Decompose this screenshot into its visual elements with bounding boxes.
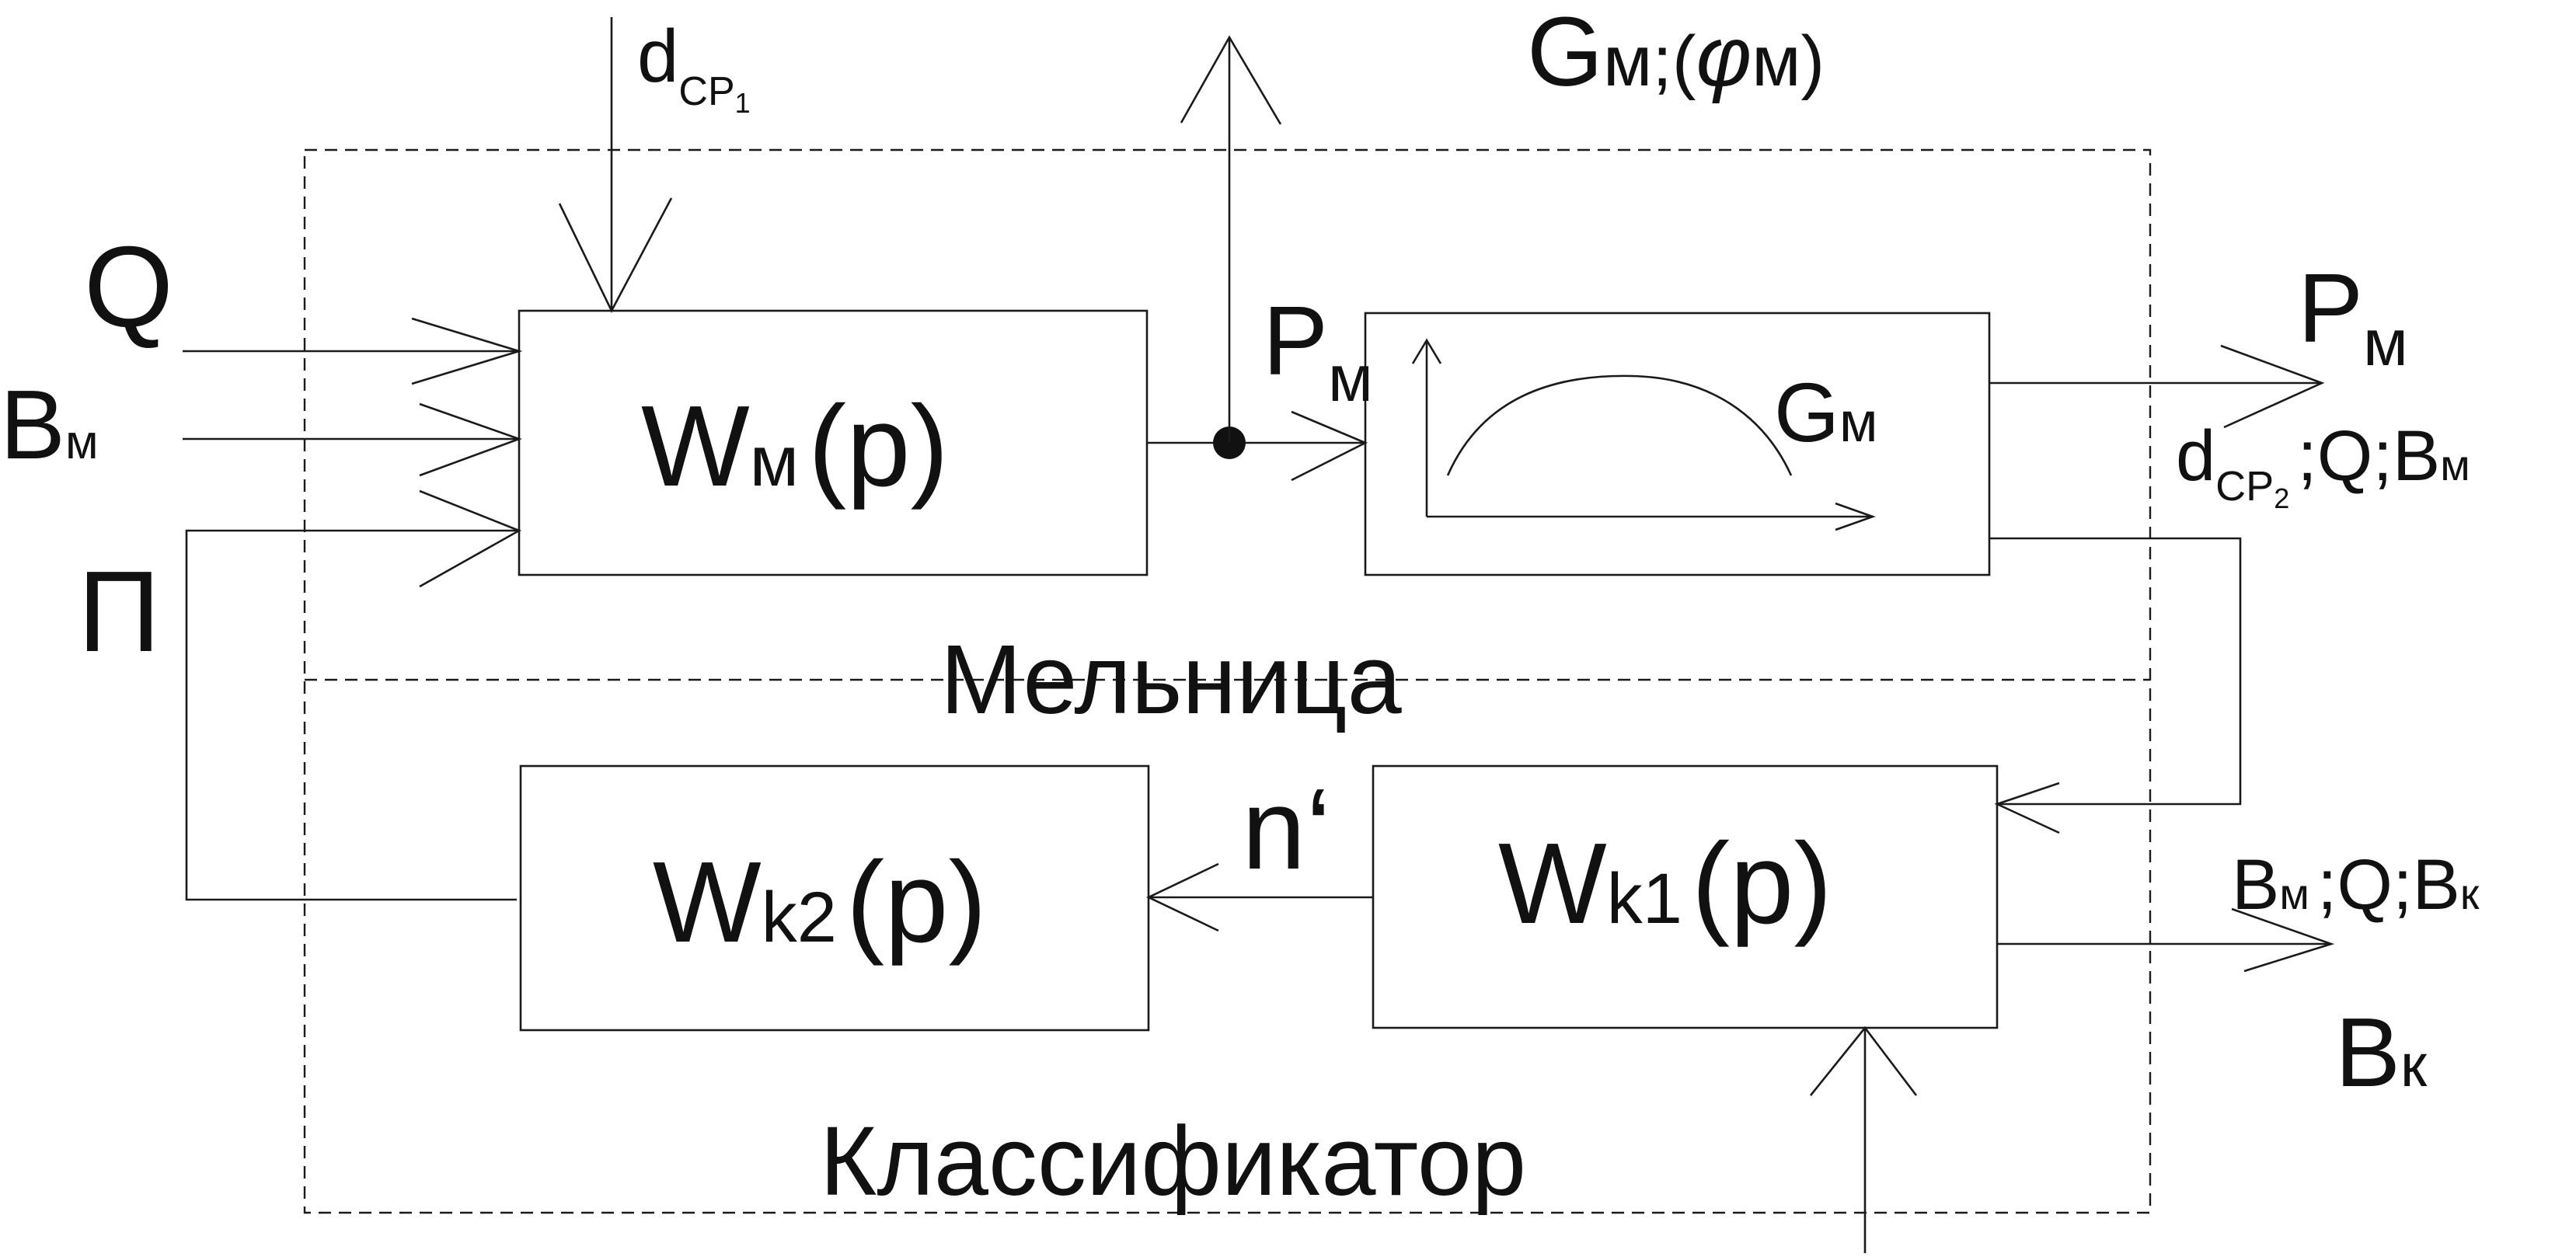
- mill-to-classifier-line: [1989, 537, 2242, 806]
- classifier-transfer-1-label: Wk1(p): [1498, 820, 1832, 948]
- p-m-mid-label: Pм: [1263, 286, 1373, 415]
- mill-to-classifier-arrowhead: [1994, 782, 2060, 834]
- mill-output-label: Gм: [1774, 365, 1878, 459]
- b-m-input-label: Bм: [0, 370, 99, 479]
- characteristic-plot: [1411, 338, 1876, 531]
- classifier-transfer-block-2: [519, 764, 1150, 1032]
- n-prime-connection-arrowhead: [1145, 862, 1219, 932]
- mill-region-label: Мельница: [940, 625, 1403, 734]
- q-input-arrowhead: [411, 317, 523, 385]
- characteristic-curve: [1446, 374, 1793, 476]
- b-m-input-arrowhead: [419, 402, 522, 477]
- classifier-transfer-block-1: [1372, 764, 1999, 1029]
- d-cp1-label: dCP1: [637, 15, 751, 119]
- classifier-transfer-2-label: Wk2(p): [653, 838, 987, 966]
- p-recycle-label: П: [78, 548, 160, 676]
- p-recycle-line: [185, 529, 519, 901]
- b-signals-label: Bм;Q;Bк: [2232, 845, 2480, 924]
- d-cp1-input-arrowhead: [558, 197, 673, 313]
- p-m-output-label: Pм: [2298, 253, 2408, 379]
- q-input-label: Q: [84, 223, 173, 351]
- g-m-branch-arrowhead: [1180, 35, 1282, 125]
- classifier-region-label: Классификатор: [820, 1106, 1526, 1216]
- mill-transfer-label: Wм(p): [641, 382, 949, 510]
- d-cp2-signals-label: dCP2;Q;Bм: [2176, 416, 2470, 514]
- classifier-bottom-input-arrowhead: [1809, 1025, 1918, 1096]
- b-k-output-label: Bк: [2335, 998, 2428, 1107]
- p-m-connection-arrowhead: [1291, 410, 1368, 482]
- p-m-output-arrowhead: [2220, 344, 2325, 429]
- system-boundary-dashed: [303, 148, 2152, 1214]
- g-m-top-label: Gм;(φм): [1527, 0, 1825, 106]
- n-prime-label: n‘: [1242, 765, 1331, 893]
- p-recycle-arrowhead: [419, 489, 522, 588]
- mill-output-characteristic-block: [1364, 312, 1991, 576]
- mill-transfer-block: [518, 309, 1149, 576]
- b-k-output-arrowhead: [2231, 907, 2335, 973]
